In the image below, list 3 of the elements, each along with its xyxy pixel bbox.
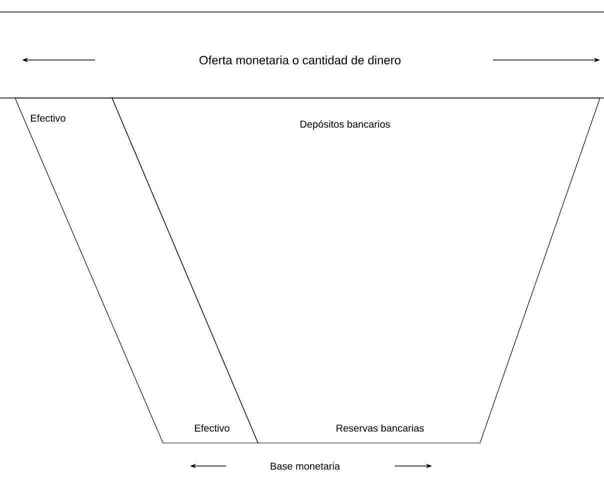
dimension-label: Base monetaria xyxy=(270,462,340,470)
dimension-label: Oferta monetaria o cantidad de dinero xyxy=(200,56,401,64)
currency-band: Efectivo Efectivo xyxy=(14,98,258,444)
